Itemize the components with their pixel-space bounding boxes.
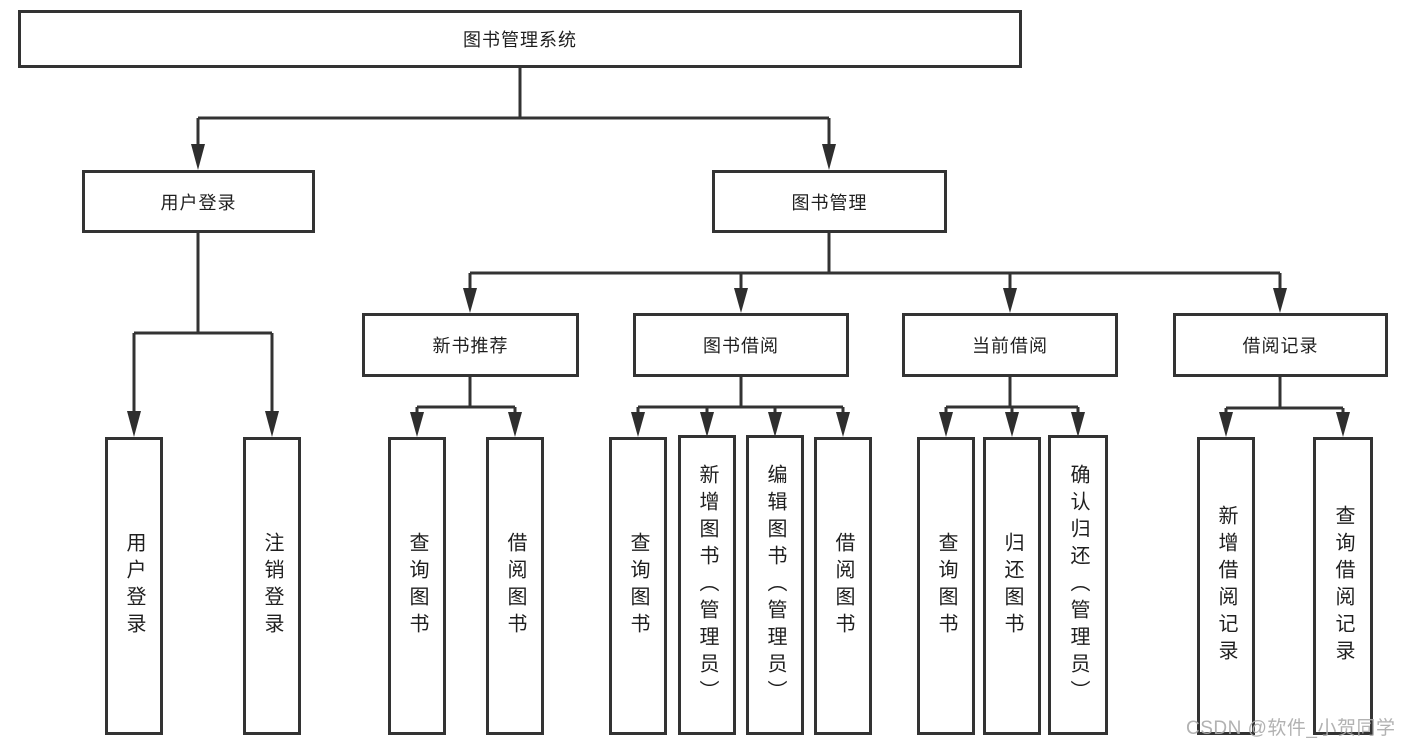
arrowhead: [265, 411, 279, 437]
arrowhead: [1071, 412, 1085, 437]
node-label: 查询借阅记录: [1332, 505, 1354, 667]
node-label: 图书借阅: [703, 336, 779, 356]
connector-book-management-to-level3: [463, 233, 1287, 313]
node-label: 图书管理: [791, 192, 868, 213]
leaf-add-borrowing-record: 新增借阅记录: [1197, 437, 1255, 735]
node-label: 借阅图书: [504, 532, 526, 640]
csdn-watermark: CSDN @软件_小贺同学: [1186, 718, 1396, 739]
arrowhead: [1273, 288, 1287, 313]
arrowhead: [631, 412, 645, 437]
leaf-add-books-admin: 新增图书（管理员）: [678, 435, 736, 735]
leaf-search-books-current: 查询图书: [917, 437, 975, 735]
arrowhead: [836, 412, 850, 437]
node-book-borrowing: 图书借阅: [633, 313, 849, 377]
node-label: 编辑图书（管理员）: [764, 463, 786, 707]
node-label: 归还图书: [1001, 532, 1023, 640]
node-user-login: 用户登录: [82, 170, 315, 233]
leaf-search-borrowing-record: 查询借阅记录: [1313, 437, 1373, 735]
leaf-search-books-borrowing: 查询图书: [609, 437, 667, 735]
connector-borrowing-records-to-leaves: [1219, 377, 1350, 437]
arrowhead: [191, 144, 205, 170]
node-label: 查询图书: [406, 532, 428, 640]
node-label: 确认归还（管理员）: [1067, 463, 1089, 707]
arrowhead: [1005, 412, 1019, 437]
leaf-borrow-books: 借阅图书: [814, 437, 872, 735]
node-label: 用户登录: [160, 192, 237, 213]
arrowhead: [734, 288, 748, 313]
leaf-confirm-return-admin: 确认归还（管理员）: [1048, 435, 1108, 735]
leaf-return-books: 归还图书: [983, 437, 1041, 735]
node-label: 图书管理系统: [463, 30, 577, 50]
arrowhead: [127, 411, 141, 437]
arrowhead: [463, 288, 477, 313]
node-book-management: 图书管理: [712, 170, 947, 233]
connector-book-borrowing-to-leaves: [631, 377, 850, 437]
node-label: 借阅记录: [1242, 336, 1319, 356]
arrowhead: [1003, 288, 1017, 313]
connector-user-login-to-leaves: [127, 233, 279, 437]
connector-root-to-level2: [191, 68, 836, 170]
arrowhead: [768, 412, 782, 437]
arrowhead: [700, 412, 714, 437]
connector-new-book-to-leaves: [410, 377, 522, 437]
node-label: 注销登录: [261, 532, 283, 640]
node-label: 新增图书（管理员）: [696, 463, 718, 707]
node-label: 用户登录: [123, 532, 145, 640]
node-label: 查询图书: [627, 532, 649, 640]
node-label: 当前借阅: [972, 336, 1048, 356]
leaf-logout: 注销登录: [243, 437, 301, 735]
arrowhead: [1336, 412, 1350, 437]
arrowhead: [1219, 412, 1233, 437]
leaf-search-books-recommend: 查询图书: [388, 437, 446, 735]
node-library-management-system: 图书管理系统: [18, 10, 1022, 68]
node-label: 新增借阅记录: [1215, 505, 1237, 667]
connector-current-borrowing-to-leaves: [939, 377, 1085, 437]
leaf-borrow-books-recommend: 借阅图书: [486, 437, 544, 735]
node-label: 查询图书: [935, 532, 957, 640]
arrowhead: [939, 412, 953, 437]
node-current-borrowing: 当前借阅: [902, 313, 1118, 377]
arrowhead: [508, 412, 522, 437]
arrowhead: [410, 412, 424, 437]
node-label: 借阅图书: [832, 532, 854, 640]
arrowhead: [822, 144, 836, 170]
leaf-user-login: 用户登录: [105, 437, 163, 735]
node-new-book-recommendation: 新书推荐: [362, 313, 579, 377]
node-label: 新书推荐: [432, 336, 509, 356]
leaf-edit-books-admin: 编辑图书（管理员）: [746, 435, 804, 735]
node-borrowing-records: 借阅记录: [1173, 313, 1388, 377]
